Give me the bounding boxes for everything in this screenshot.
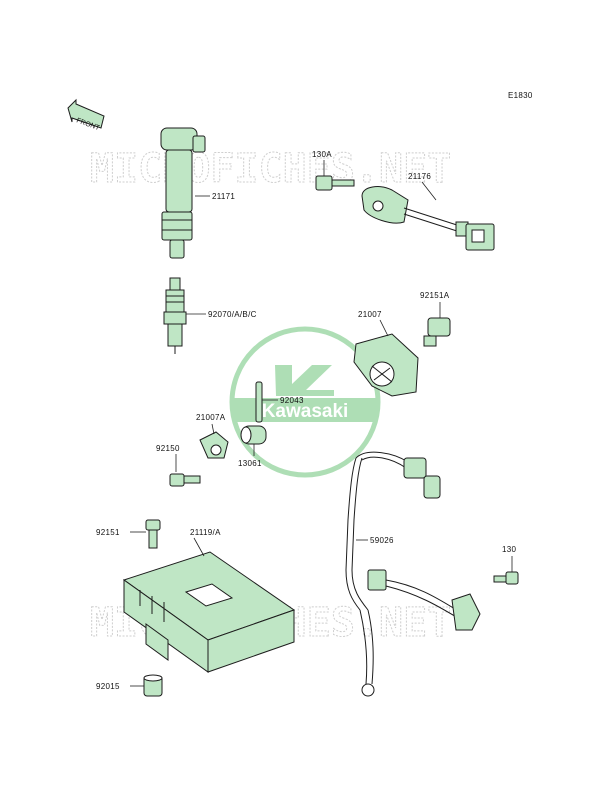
label-92015: 92015 (96, 682, 120, 691)
label-92150: 92150 (156, 444, 180, 453)
bolt-92151 (145, 519, 161, 549)
label-21171: 21171 (212, 192, 235, 201)
sensor-21176 (361, 186, 495, 251)
grommet-92015 (143, 674, 163, 697)
label-92151: 92151 (96, 528, 120, 537)
label-59026: 59026 (370, 536, 394, 545)
diagram-code: E1830 (508, 91, 533, 100)
pickup-21007a (199, 431, 229, 459)
ignition-coil (160, 127, 206, 259)
pin-92043 (255, 381, 263, 423)
label-21007: 21007 (358, 310, 382, 319)
bolt-92150 (169, 473, 201, 487)
label-21176: 21176 (408, 172, 431, 181)
label-130a: 130A (312, 150, 332, 159)
label-21007a: 21007A (196, 413, 226, 422)
collar-13061 (240, 425, 267, 445)
wire-harness-59026 (345, 451, 481, 697)
ecu-21119 (122, 551, 296, 673)
watermark-top: MICROFICHES.NET (90, 146, 451, 192)
logo-text: Kawasaki (262, 401, 349, 422)
label-21119: 21119/A (190, 528, 221, 537)
bolt-130 (493, 571, 519, 585)
rotor-21007 (353, 333, 419, 397)
front-arrow-icon: FRONT (67, 98, 105, 132)
bolt-92151a (423, 317, 451, 347)
label-92151a: 92151A (420, 291, 450, 300)
label-92070: 92070/A/B/C (208, 310, 257, 319)
spark-plug (163, 277, 187, 354)
label-130: 130 (502, 545, 516, 554)
label-92043: 92043 (280, 396, 304, 405)
label-13061: 13061 (238, 459, 262, 468)
